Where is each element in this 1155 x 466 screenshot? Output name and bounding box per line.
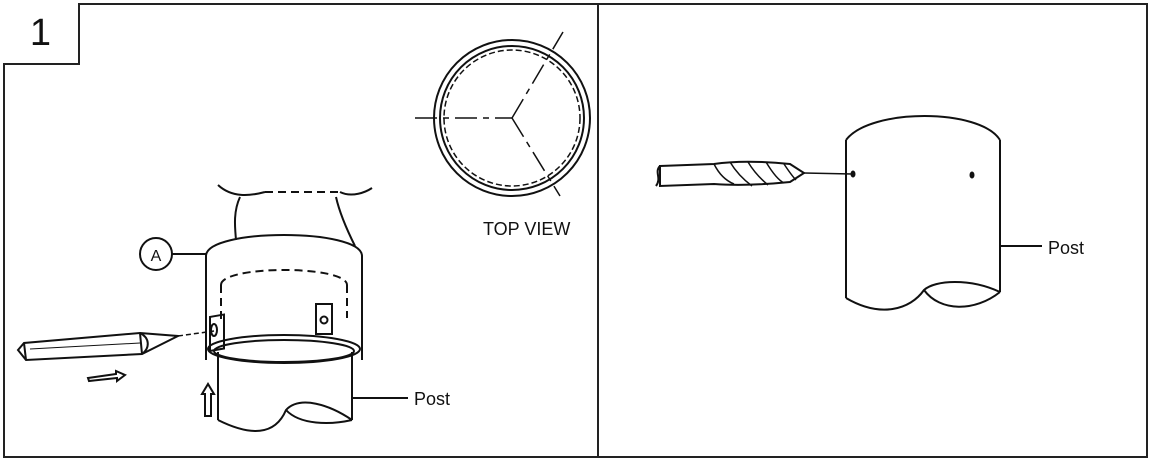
right-arrow-icon	[86, 369, 127, 383]
post-label-right: Post	[1048, 238, 1084, 258]
post-shape-left	[207, 334, 361, 432]
post-label-left: Post	[414, 389, 450, 409]
upper-shroud	[217, 184, 373, 247]
drill-hole-mark	[850, 170, 856, 178]
top-view-diagram	[415, 31, 591, 197]
drill-hole-mark	[969, 171, 975, 179]
sleeve-a	[205, 234, 363, 360]
callout-a-label: A	[151, 248, 162, 265]
diagram-frame	[3, 3, 1148, 458]
right-panel: Post	[655, 115, 1084, 311]
step-number: 1	[3, 3, 80, 65]
left-panel: A TOP VIEW Post	[16, 31, 591, 432]
up-arrow-icon	[200, 382, 216, 417]
drill-bit-icon	[655, 160, 853, 188]
pencil-icon	[16, 330, 215, 362]
bracket-tabs	[209, 303, 333, 353]
top-view-label: TOP VIEW	[483, 219, 570, 239]
post-shape-right	[845, 115, 1042, 311]
panel-divider	[597, 3, 599, 458]
